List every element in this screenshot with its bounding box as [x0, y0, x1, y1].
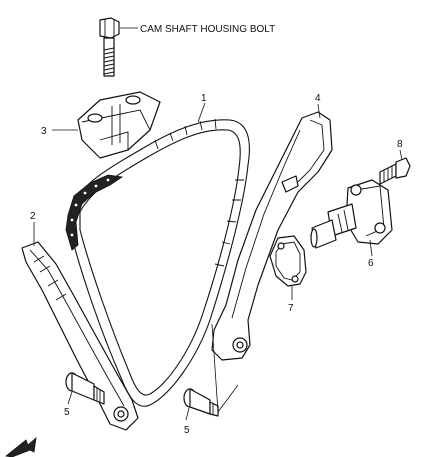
cam-shaft-housing-bolt-label: CAM SHAFT HOUSING BOLT	[140, 24, 275, 35]
guide-bolt-right	[183, 388, 219, 417]
tensioner-gasket	[269, 235, 307, 287]
bolt-5-reference-lines	[211, 323, 239, 413]
part-6-leader	[369, 239, 373, 257]
part-6-callout: 6	[368, 258, 374, 269]
chain-guide	[21, 241, 139, 431]
cam-shaft-housing-bolt	[99, 17, 120, 77]
cam-chain	[65, 118, 250, 407]
part-2-callout: 2	[30, 211, 36, 222]
part-5-right-callout: 5	[184, 425, 190, 436]
part-7-callout: 7	[288, 303, 294, 314]
tensioner-arm	[211, 111, 333, 361]
part-1-leader	[197, 102, 206, 123]
part-5-left-leader	[67, 391, 73, 405]
part-1-callout: 1	[201, 93, 207, 104]
part-5-right-leader	[185, 407, 190, 421]
guide-bolt-left	[65, 372, 105, 405]
part-8-callout: 8	[397, 139, 403, 150]
part-5-left-callout: 5	[64, 407, 70, 418]
part-4-leader	[317, 103, 321, 119]
part-3-callout: 3	[41, 126, 47, 137]
front-arrow-icon	[5, 436, 37, 457]
upper-chain-guide	[77, 91, 161, 159]
part-4-callout: 4	[315, 93, 321, 104]
tensioner-bolt	[379, 157, 411, 185]
part-8-leader	[399, 149, 403, 161]
chain-tensioner-adjuster	[310, 179, 393, 249]
